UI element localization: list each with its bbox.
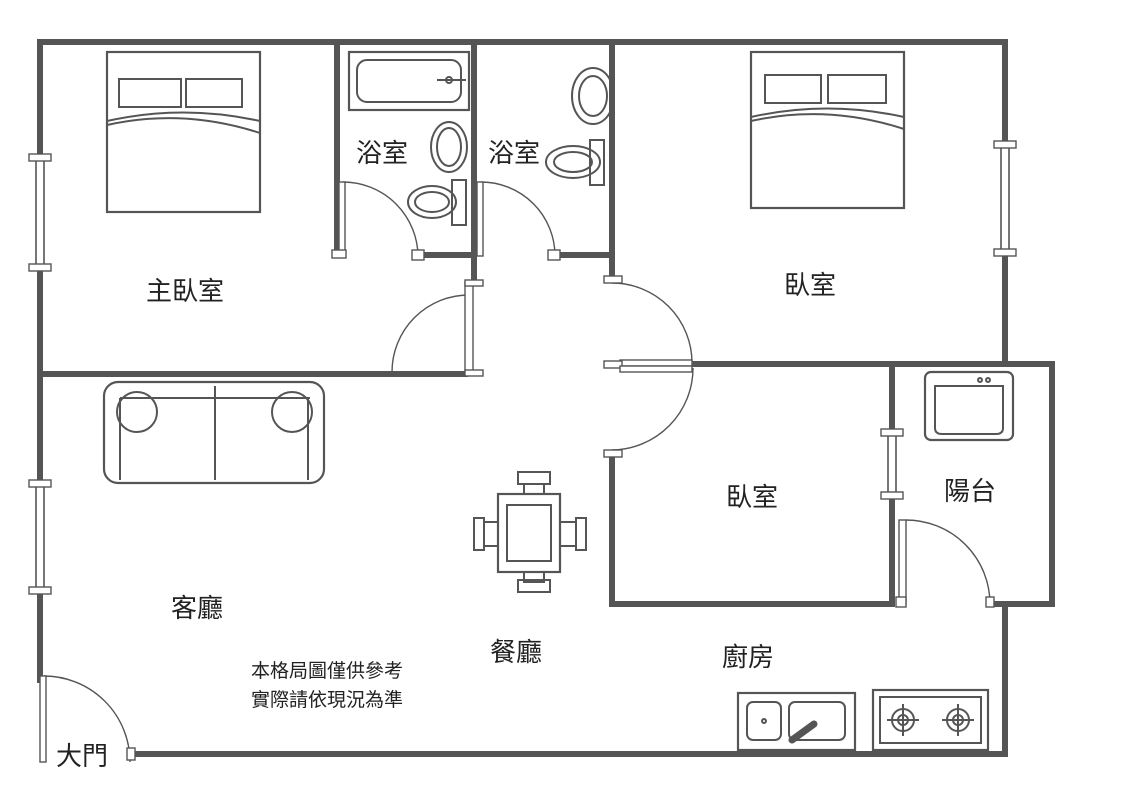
room-label-master-bedroom: 主臥室 bbox=[146, 277, 225, 307]
door-bath-left[interactable] bbox=[331, 181, 425, 261]
dining-table bbox=[473, 471, 587, 593]
label-main-door: 大門 bbox=[56, 742, 109, 772]
kitchen-sink bbox=[736, 691, 857, 752]
gas-stove bbox=[871, 688, 990, 752]
bed-master bbox=[105, 50, 262, 214]
room-label-bath-left: 浴室 bbox=[356, 139, 409, 169]
window-right bbox=[993, 140, 1017, 257]
window-left-bottom bbox=[28, 479, 52, 595]
room-label-dining-room: 餐廳 bbox=[490, 638, 543, 668]
room-label-bedroom-middle: 臥室 bbox=[726, 483, 779, 513]
washing-basin-balcony bbox=[923, 370, 1015, 442]
door-bedroom-top-right[interactable] bbox=[603, 275, 693, 369]
sofa bbox=[102, 380, 326, 485]
main-door[interactable] bbox=[39, 675, 136, 763]
bathtub bbox=[347, 50, 471, 112]
room-label-living-room: 客廳 bbox=[171, 594, 224, 624]
door-bath-right[interactable] bbox=[476, 181, 561, 261]
sink-bath-right bbox=[571, 67, 615, 125]
door-bedroom-middle[interactable] bbox=[603, 365, 694, 458]
window-left-top bbox=[28, 153, 52, 272]
room-label-bedroom-top-right: 臥室 bbox=[784, 271, 837, 301]
room-label-balcony: 陽台 bbox=[944, 477, 997, 507]
toilet-bath-right bbox=[545, 139, 605, 186]
room-label-kitchen: 廚房 bbox=[722, 643, 775, 673]
disclaimer-note: 本格局圖僅供參考 實際請依現況為準 bbox=[251, 657, 403, 714]
door-master-bedroom[interactable] bbox=[391, 279, 484, 377]
room-label-bath-right: 浴室 bbox=[488, 139, 541, 169]
disclaimer-line-2: 實際請依現況為準 bbox=[251, 688, 404, 711]
window-balcony bbox=[880, 428, 904, 500]
sink-bath-left bbox=[430, 121, 468, 173]
interior-walls bbox=[37, 39, 1008, 607]
toilet-bath-left bbox=[407, 179, 467, 226]
bed-top-right bbox=[749, 50, 906, 210]
door-balcony[interactable] bbox=[895, 519, 995, 608]
disclaimer-line-1: 本格局圖僅供參考 bbox=[251, 660, 404, 682]
